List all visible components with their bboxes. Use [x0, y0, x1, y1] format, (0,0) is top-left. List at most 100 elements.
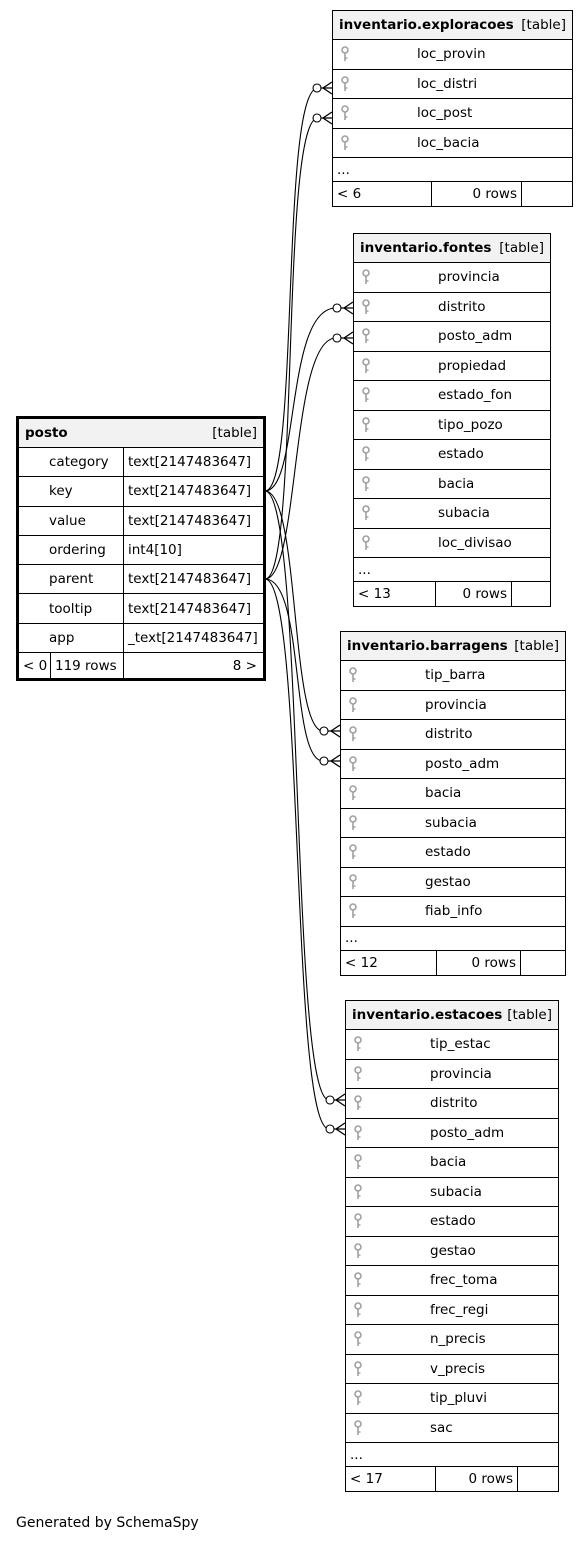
- more-fields: ...: [341, 927, 565, 951]
- footer-left: < 13: [354, 582, 436, 606]
- footer-right: 8 >: [232, 657, 257, 674]
- key-icon: [354, 1095, 366, 1111]
- table-header: posto [table]: [19, 419, 263, 448]
- field-row: posto_adm: [346, 1119, 558, 1148]
- table-footer: < 12 0 rows: [341, 950, 565, 975]
- field-name: subacia: [425, 814, 477, 831]
- field-name: estado_fon: [438, 387, 513, 404]
- field-name: fiab_info: [425, 903, 483, 920]
- footer-left: < 0: [19, 653, 51, 679]
- column-type: text[2147483647]: [128, 571, 252, 588]
- field-row: frec_toma: [346, 1266, 558, 1296]
- field-row: loc_bacia: [333, 129, 572, 158]
- column-type: _text[2147483647]: [128, 629, 258, 646]
- field-row: provincia: [341, 691, 565, 720]
- field-name: bacia: [430, 1154, 467, 1171]
- field-row: tip_estac: [346, 1030, 558, 1060]
- field-row: subacia: [354, 499, 550, 529]
- field-row: v_precis: [346, 1355, 558, 1384]
- key-icon: [341, 75, 353, 92]
- key-icon: [341, 105, 353, 121]
- field-name: posto_adm: [430, 1124, 505, 1141]
- field-row: estado: [341, 838, 565, 868]
- field-row: sac: [346, 1414, 558, 1443]
- generated-by-note: Generated by SchemaSpy: [16, 1515, 199, 1531]
- key-icon: [349, 755, 361, 772]
- table-name: inventario.estacoes: [352, 1007, 503, 1023]
- table-tag: [table]: [499, 240, 544, 256]
- field-name: provincia: [425, 696, 487, 713]
- field-row: subacia: [341, 809, 565, 838]
- table-exploracoes[interactable]: inventario.exploracoes [table] loc_provi…: [332, 10, 573, 207]
- more-fields: ...: [333, 158, 572, 182]
- key-icon: [354, 1036, 366, 1052]
- field-name: loc_distri: [417, 75, 478, 92]
- field-name: sac: [430, 1419, 453, 1436]
- column-name: value: [19, 506, 124, 535]
- field-row: distrito: [354, 293, 550, 322]
- field-name: distrito: [438, 298, 486, 315]
- key-icon: [354, 1124, 366, 1141]
- footer-left: < 17: [346, 1467, 436, 1491]
- field-name: frec_regi: [430, 1301, 489, 1318]
- field-row: frec_regi: [346, 1296, 558, 1325]
- key-icon: [349, 844, 361, 860]
- column-name: category: [19, 448, 124, 477]
- field-name: estado: [425, 844, 471, 861]
- key-icon: [362, 269, 374, 285]
- field-name: posto_adm: [438, 328, 513, 345]
- column-type: text[2147483647]: [128, 483, 252, 500]
- key-icon: [349, 785, 361, 801]
- field-name: n_precis: [430, 1331, 486, 1348]
- table-name: posto: [25, 425, 68, 441]
- key-icon: [362, 357, 374, 374]
- key-icon: [362, 505, 374, 521]
- field-name: loc_divisao: [438, 534, 512, 551]
- table-header: inventario.fontes [table]: [354, 234, 550, 263]
- table-footer: < 6 0 rows: [333, 182, 572, 206]
- field-row: propiedad: [354, 352, 550, 381]
- field-row: distrito: [341, 720, 565, 750]
- field-row: fiab_info: [341, 897, 565, 927]
- field-name: loc_bacia: [417, 134, 480, 151]
- field-name: gestao: [430, 1242, 476, 1259]
- footer-left: < 12: [341, 950, 437, 975]
- table-header: inventario.estacoes [table]: [346, 1001, 558, 1030]
- footer-rows: 0 rows: [432, 182, 522, 206]
- table-name: inventario.exploracoes: [339, 17, 514, 33]
- key-icon: [341, 134, 353, 151]
- field-row: estado: [346, 1207, 558, 1237]
- field-row: loc_post: [333, 99, 572, 129]
- field-name: propiedad: [438, 357, 507, 374]
- column-name: app: [19, 623, 124, 653]
- key-icon: [362, 328, 374, 344]
- field-name: bacia: [425, 785, 462, 802]
- field-name: subacia: [438, 505, 490, 522]
- key-icon: [349, 903, 361, 919]
- field-name: gestao: [425, 873, 471, 890]
- column-type: int4[10]: [128, 542, 182, 559]
- table-tag: [table]: [507, 1007, 552, 1023]
- footer-right: [518, 1467, 558, 1491]
- field-row: bacia: [341, 779, 565, 809]
- key-icon: [362, 416, 374, 433]
- key-icon: [362, 475, 374, 492]
- field-name: tip_barra: [425, 667, 486, 684]
- field-row: subacia: [346, 1178, 558, 1207]
- key-icon: [354, 1272, 366, 1288]
- table-tag: [table]: [212, 425, 257, 441]
- key-icon: [341, 46, 353, 62]
- column-type: text[2147483647]: [128, 454, 252, 471]
- field-name: loc_provin: [417, 46, 486, 63]
